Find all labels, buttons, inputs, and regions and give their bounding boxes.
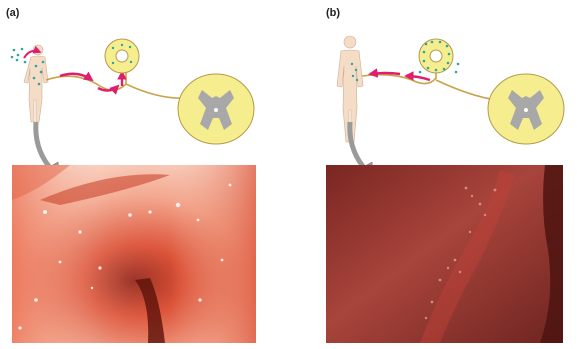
spinal-cord-cross-section — [488, 74, 564, 144]
chickenpox-photo — [12, 165, 256, 343]
curved-pointer-arrow-icon — [36, 122, 52, 170]
panel-b: (b) — [326, 7, 564, 343]
panel-b-label: (b) — [326, 7, 340, 19]
human-figure-icon — [24, 45, 48, 122]
reactivation-arrow — [370, 73, 400, 74]
spinal-cord-cross-section — [178, 74, 254, 144]
curved-pointer-arrow-icon — [350, 122, 366, 170]
sensory-nerve — [362, 70, 496, 100]
panel-a: (a) — [6, 7, 256, 343]
dorsal-root-ganglion — [419, 39, 460, 73]
shingles-photo — [326, 165, 563, 343]
panel-a-label: (a) — [6, 7, 20, 19]
dorsal-root-ganglion — [105, 39, 139, 73]
